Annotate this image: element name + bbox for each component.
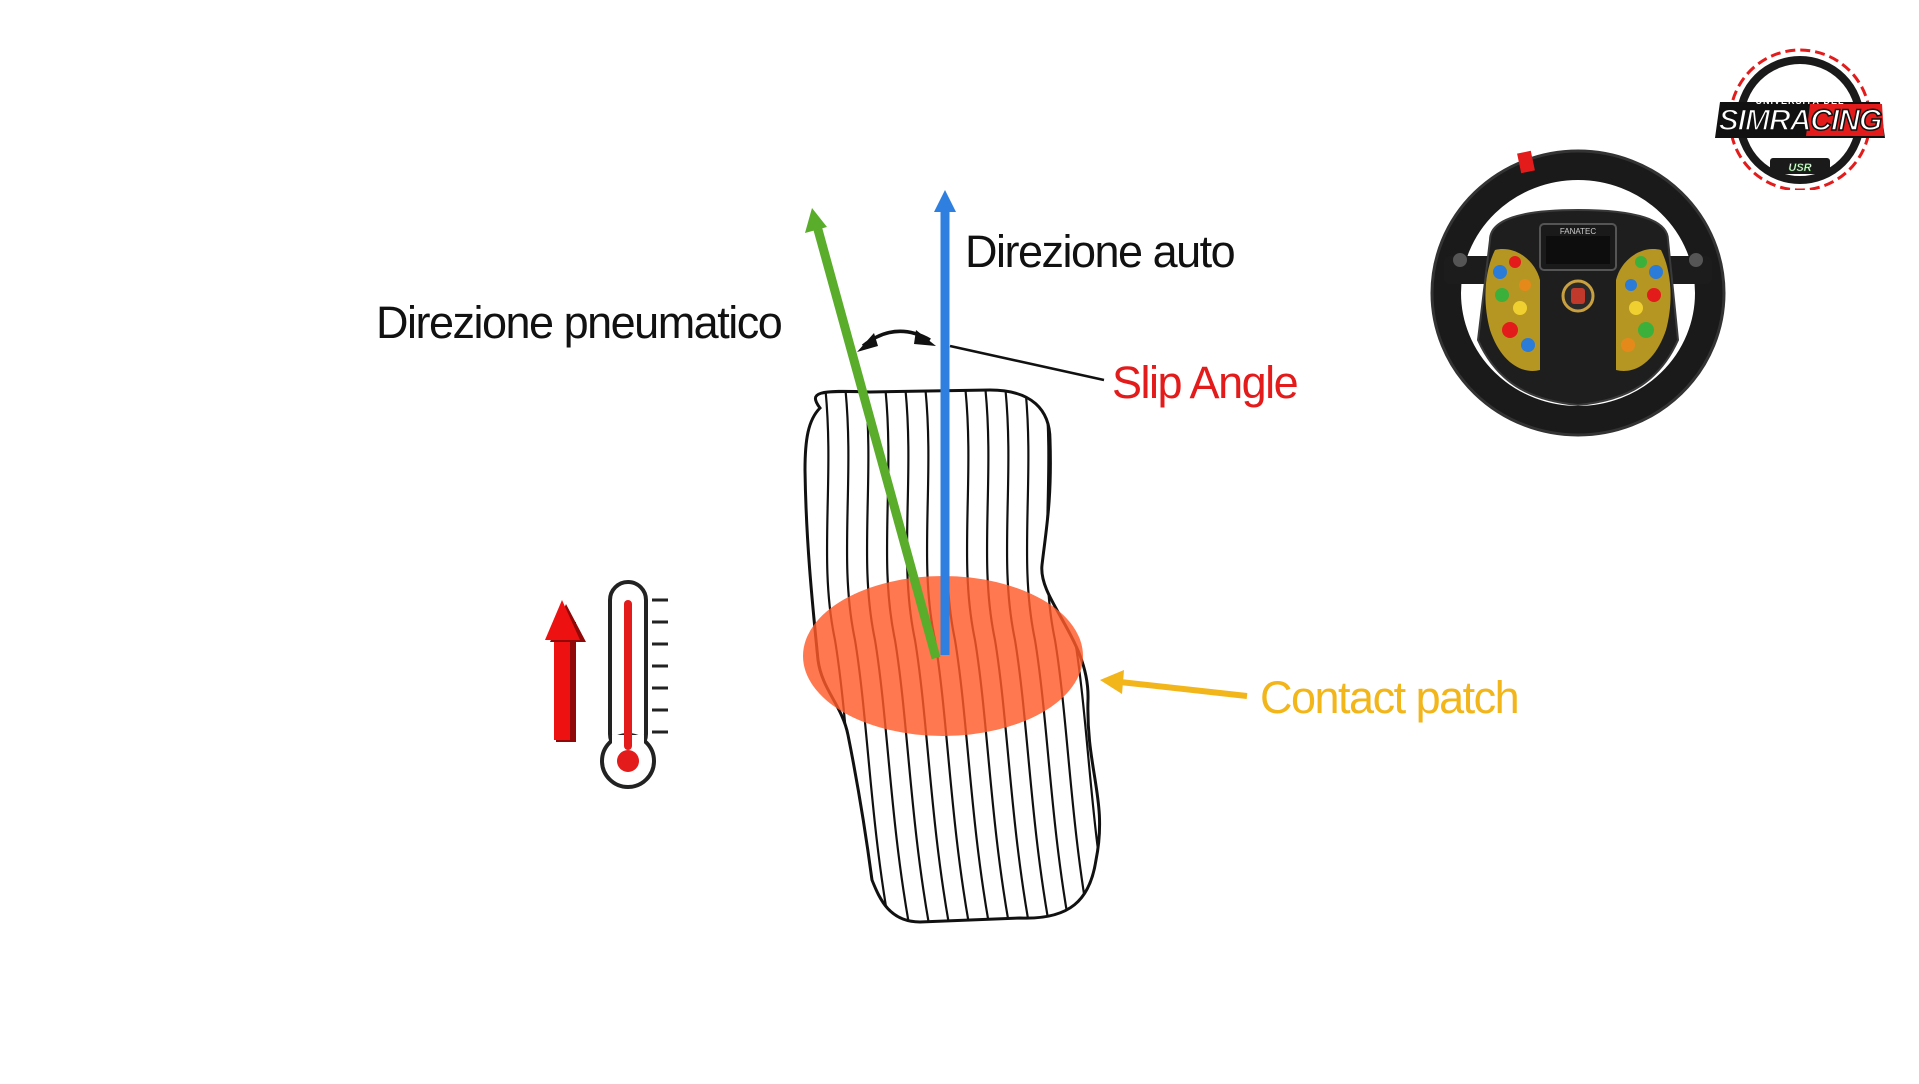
- wheel-brand-text: FANATEC: [1560, 227, 1597, 236]
- steering-wheel-icon: FANATEC: [1430, 149, 1726, 437]
- slip-angle-arc: [857, 329, 936, 352]
- thermometer-icon: [600, 580, 668, 789]
- contact-patch-label: Contact patch: [1260, 672, 1520, 723]
- logo-line3: USR: [1788, 162, 1812, 175]
- slip-angle-leader: [949, 344, 1105, 382]
- contact-patch: [803, 576, 1083, 736]
- up-arrow-icon: [545, 600, 586, 742]
- slip-arc-arrowhead-left: [857, 333, 878, 352]
- logo-line2: SIMRACING: [1718, 103, 1883, 138]
- slip-arc-arrowhead-right: [914, 330, 936, 346]
- car-direction-label: Direzione auto: [965, 226, 1236, 277]
- tyre-direction-arrow: [805, 208, 941, 660]
- slip-angle-label: Slip Angle: [1112, 357, 1299, 408]
- tyre-direction-label: Direzione pneumatico: [376, 297, 783, 348]
- logo-emblem: [1715, 48, 1885, 192]
- university-simracing-logo: UNIVERSITÀ DEL SIMRACING USR: [1710, 40, 1890, 192]
- contact-patch-pointer: [1100, 670, 1248, 699]
- car-direction-arrow: [934, 190, 956, 655]
- logo-line1: UNIVERSITÀ DEL: [1755, 96, 1845, 106]
